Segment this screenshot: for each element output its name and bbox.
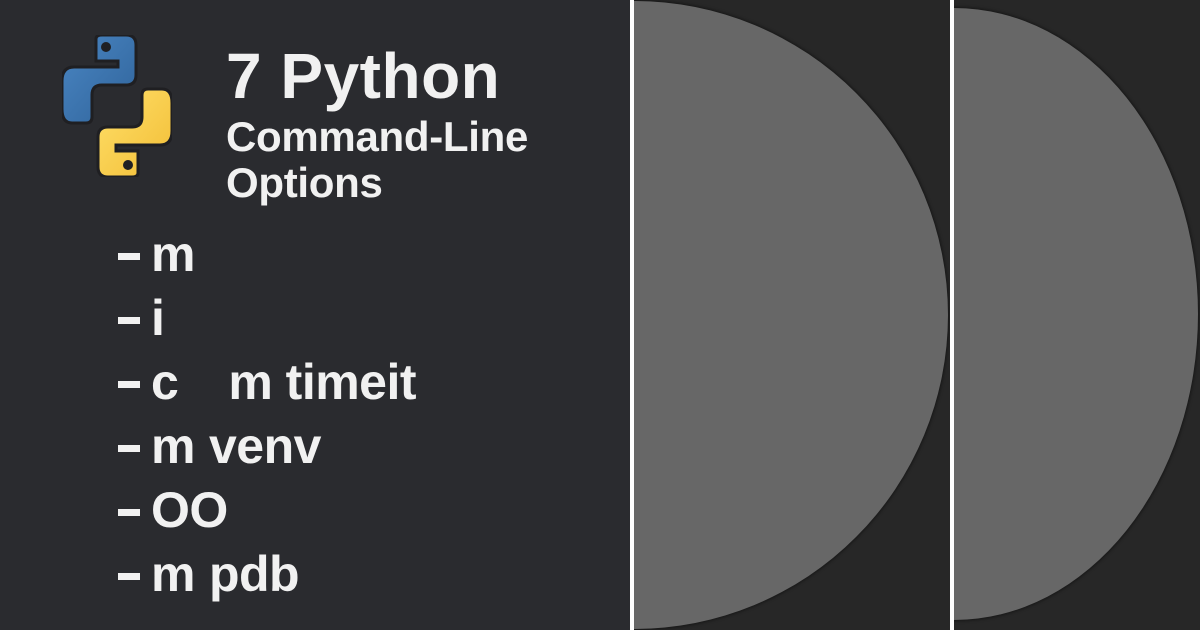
title-subheading-line1: Command-Line [226,113,529,160]
half-ellipse-shape [954,8,1198,620]
dash-icon [118,252,140,260]
dash-icon [118,444,140,452]
python-logo-icon [62,35,172,177]
half-circle-shape [634,1,948,629]
option-flag: i [151,290,165,346]
dash-icon [118,572,140,580]
option-item: m pdb [118,542,416,606]
panel-divider [950,0,954,630]
option-flag: m [151,226,195,282]
option-item: OO [118,478,416,542]
dash-icon [118,508,140,516]
option-item: c m timeit [118,350,417,414]
option-flag: m [151,546,195,602]
option-argument: venv [208,418,321,474]
dash-icon [118,380,140,388]
option-argument: pdb [208,546,300,602]
title-heading: 7 Python [226,40,501,112]
title-panel: 7 Python Command-Line Options m i c m ti… [62,35,529,606]
title-subheading-line2: Options [226,159,383,206]
dash-icon [118,316,140,324]
options-list: m i c m timeit m venv OO m [118,222,417,606]
option-argument: m timeit [228,354,417,410]
option-flag: OO [151,482,228,538]
title-block: 7 Python Command-Line Options [226,38,528,206]
option-flag: c [151,354,179,410]
option-item: m venv [118,414,416,478]
decor-panel-2 [954,0,1200,630]
panel-divider [630,0,634,630]
option-item: i [118,286,416,350]
decor-panel-1 [634,0,950,630]
option-flag: m [151,418,195,474]
option-item: m [118,222,416,286]
